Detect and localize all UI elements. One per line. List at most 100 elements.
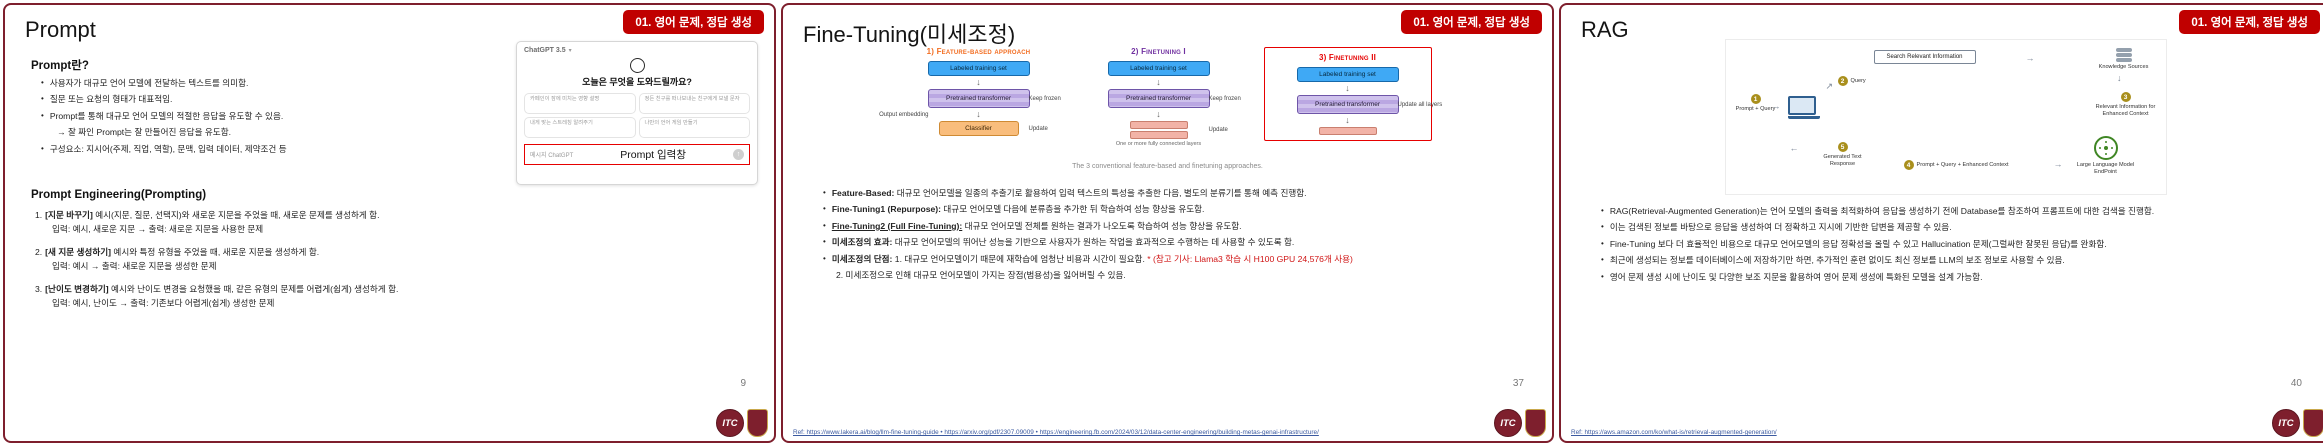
bullet-lead: 미세조정의 단점: [831,253,893,264]
ft-row: Update [1084,121,1234,139]
step-1-badge: 1 [1750,94,1761,104]
arrow-down-icon: ↓ [1156,77,1161,87]
arrow-down-icon: ↓ [976,77,981,87]
slide-topic-badge: 01. 영어 문제, 정답 생성 [623,10,764,34]
chatgpt-screenshot: ChatGPT 3.5 ▾ 오늘은 무엇을 도와드릴까요? 카페인이 잠에 미치… [516,41,758,185]
bullet-icon: • [823,253,826,263]
update-note: Update [1208,127,1228,133]
item-text: 예시와 특정 유형을 주었을 때, 새로운 지문을 생성하게 함. [113,247,320,258]
page-number: 37 [1512,378,1524,389]
chatgpt-model-label: ChatGPT 3.5 [524,47,566,54]
pretrained-transformer-box: Pretrained transformer [1296,95,1399,114]
bullet-text: 구성요소: 지시어(주제, 직업, 역할), 문맥, 입력 데이터, 제약조건 … [49,143,287,154]
bullet-icon: • [1601,222,1604,232]
step-2-badge: 2 [1837,76,1848,86]
finetuning-approaches-diagram: 1) Feature-based approach Labeled traini… [879,47,1442,148]
ft-col2-header: 2) Finetuning I [1131,47,1186,56]
db-layer [2115,58,2132,62]
bullet-text: 2. 미세조정으로 인해 대규모 언어모델이 가지는 장점(범용성)을 잃어버릴… [836,270,1126,281]
output-embedding-note: Output embedding [879,111,929,118]
llm-endpoint: Large Language Model EndPoint [2066,136,2146,176]
reference-links[interactable]: Ref: https://aws.amazon.com/ko/what-is/r… [1571,429,1777,436]
db-layer [2115,48,2132,52]
item-io-line: 입력: 예시, 새로운 지문 → 출력: 새로운 지문을 사용한 문제 [52,224,264,235]
knowledge-sources: Knowledge Sources [2096,48,2152,71]
item-line: 3.[난이도 변경하기] 예시와 난이도 변경을 요청했을 때, 같은 유형의 … [35,283,595,295]
list-item: 1.[지문 바꾸기] 예시(지문, 질문, 선택지)와 새로운 지문을 주었을 … [35,209,595,235]
chatgpt-model-selector: ChatGPT 3.5 ▾ [524,47,750,54]
pretrained-transformer-box: Pretrained transformer [927,89,1030,108]
itc-logo: ITC [1494,409,1546,437]
labeled-training-set-box: Labeled training set [927,61,1030,76]
keep-frozen-note: Keep frozen [1208,95,1241,102]
bullet-icon: • [1601,238,1604,248]
list-item: •영어 문제 생성 시에 난이도 및 다양한 보조 지문을 활용하여 영어 문제… [1601,271,2291,283]
itc-crest-icon [747,409,768,437]
step-4-badge: 4 [1903,160,1914,170]
bullet-lead: Feature-Based: [831,188,895,198]
item-io-line: 입력: 예시, 난이도 → 출력: 기존보다 어렵게(쉽게) 생성한 문제 [52,298,275,309]
llm-core [2103,146,2108,150]
page-number: 40 [2290,378,2302,389]
generated-response-label: Generated Text Response [1823,154,1862,167]
ft-column-finetuning-1: 2) Finetuning I Labeled training set ↓ P… [1084,47,1241,148]
keep-frozen-note: Keep frozen [1028,95,1061,102]
arrow-right-icon: → [1771,101,1781,111]
itc-logo-icon: ITC [1494,409,1522,437]
rag-bullets: •RAG(Retrieval-Augmented Generation)는 언어… [1601,205,2291,287]
prompt-input-annotation: Prompt 입력창 [620,149,686,161]
ft-row: Pretrained transformer Update all layers [1273,95,1442,114]
bullet-text: 이는 검색된 정보를 바탕으로 응답을 생성하여 더 정확하고 지시에 기반한 … [1609,222,1952,233]
bullet-text: → 잘 짜인 Prompt는 잘 만들어진 응답을 유도함. [57,127,231,138]
arrow-up-right-icon: ↗ [1825,81,1834,91]
suggestion-card: 내게 맞는 스트레칭 알려주기 [524,117,636,138]
bullet-icon: • [1601,206,1604,215]
bullet-text: 1. 대규모 언어모델이기 때문에 재학습에 엄청난 비용과 시간이 필요함. [894,253,1145,264]
list-item: •RAG(Retrieval-Augmented Generation)는 언어… [1601,205,2291,217]
bullet-text: Fine-Tuning 보다 더 효율적인 비용으로 대규모 언어모델의 응답 … [1609,238,2107,249]
sub-list-item: → 잘 짜인 Prompt는 잘 만들어진 응답을 유도함. [57,126,461,138]
classifier-box: Classifier [938,121,1019,136]
item-io-line: 입력: 예시 → 출력: 새로운 지문을 생성한 문제 [52,261,217,272]
item-line: 2.[새 지문 생성하기] 예시와 특정 유형을 주었을 때, 새로운 지문을 … [35,246,595,258]
generated-response-step: 5 Generated Text Response [1812,142,1874,168]
fully-connected-layers [1129,121,1188,139]
laptop-screen [1787,96,1816,115]
step-5-badge: 5 [1837,142,1848,152]
layer-box [1129,121,1188,129]
itc-logo: ITC [2272,409,2323,437]
database-icon [2115,48,2132,62]
output-layers [1318,127,1377,135]
page-title: RAG [1581,17,1629,42]
itc-logo-text: ITC [722,417,738,429]
bullet-text: 대규모 언어모델을 일종의 추출기로 활용하여 입력 텍스트의 특성을 추출한 … [896,188,1307,198]
ft-column-finetuning-2: 3) Finetuning II Labeled training set ↓ … [1263,47,1442,141]
prompt-query-step: 1 Prompt + Query [1730,94,1782,113]
query-label: Query [1850,77,1866,84]
slide-topic-badge: 01. 영어 문제, 정답 생성 [2179,10,2320,34]
suggestion-card: 나만의 언어 게임 만들기 [638,117,750,138]
prompt-query-label: Prompt + Query [1735,106,1776,112]
pretrained-transformer-box: Pretrained transformer [1107,89,1210,108]
slide-topic-badge: 01. 영어 문제, 정답 생성 [1401,10,1542,34]
slide-fine-tuning: 01. 영어 문제, 정답 생성 Fine-Tuning(미세조정) 1) Fe… [781,3,1554,443]
sub-list-item: 2. 미세조정으로 인해 대규모 언어모델이 가지는 장점(범용성)을 잃어버릴… [836,269,1513,281]
diagram-caption: The 3 conventional feature-based and fin… [1072,163,1263,170]
list-item: •최근에 생성되는 정보를 데이터베이스에 저장하기만 하면, 추가적인 훈련 … [1601,254,2291,266]
bullet-note: * (참고 기사: Llama3 학습 시 H100 GPU 24,576개 사… [1147,253,1353,264]
arrow-down-icon: ↓ [1156,109,1161,119]
labeled-training-set-box: Labeled training set [1107,61,1210,76]
bullet-text: 사용자가 대규모 언어 모델에 전달하는 텍스트를 의미함. [49,78,249,88]
bullet-text: 영어 문제 생성 시에 난이도 및 다양한 보조 지문을 활용하여 영어 문제 … [1609,271,1983,282]
bullet-icon: • [823,204,826,214]
arrow-down-icon: ↓ [1345,115,1350,125]
labeled-training-set-box: Labeled training set [1296,67,1399,82]
bullet-icon: • [41,110,44,120]
chatgpt-greeting: 오늘은 무엇을 도와드릴까요? [582,77,692,87]
bullet-text: 최근에 생성되는 정보를 데이터베이스에 저장하기만 하면, 추가적인 훈련 없… [1609,255,2065,266]
reference-links[interactable]: Ref: https://www.lakera.ai/blog/llm-fine… [793,429,1319,436]
item-label: [새 지문 생성하기] [45,247,112,258]
list-item: •Prompt를 통해 대규모 언어 모델의 적절한 응답을 유도할 수 있음. [41,110,461,122]
section-heading-prompt-engineering: Prompt Engineering(Prompting) [31,189,207,201]
